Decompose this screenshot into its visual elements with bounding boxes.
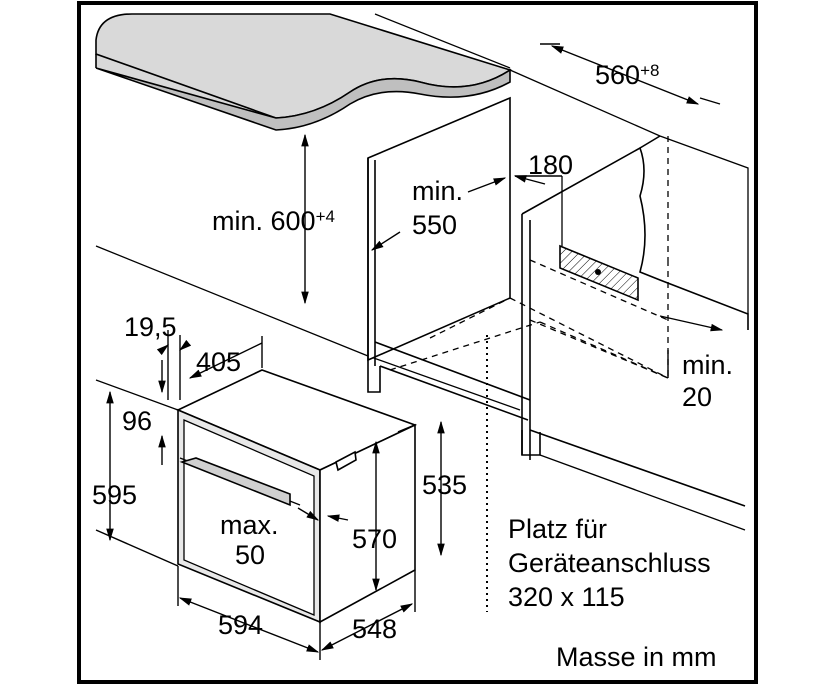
dim-405: 405 [196, 347, 242, 377]
dim-min-20-line2: 20 [682, 382, 713, 412]
dim-min-600-sup: +4 [315, 207, 335, 226]
connection-space-line3: 320 x 115 [508, 582, 625, 612]
dim-180: 180 [528, 150, 574, 180]
dim-max-50-line2: 50 [235, 540, 266, 570]
dim-19-5: 19,5 [124, 312, 177, 342]
dim-548: 548 [352, 614, 398, 644]
worktop [95, 13, 512, 131]
recess-cabinet [367, 96, 749, 507]
dim-min-20-line1: min. [682, 350, 734, 380]
dim-560: 560+8 [595, 60, 659, 90]
dim-570: 570 [352, 524, 398, 554]
connection-space-line1: Platz für [508, 514, 608, 544]
dim-560-text: 560 [595, 60, 641, 90]
dim-max-50-line1: max. [220, 510, 279, 540]
diagram-frame [77, 1, 758, 684]
units-note: Masse in mm [556, 642, 717, 672]
dim-560-sup: +8 [640, 61, 660, 80]
dim-594: 594 [218, 610, 264, 640]
dimension-lines [95, 43, 724, 660]
oven [176, 369, 418, 624]
dim-595: 595 [92, 480, 138, 510]
connection-zone [486, 176, 639, 612]
dim-min-550-line2: 550 [412, 210, 458, 240]
dim-min-550-line1: min. [412, 176, 464, 206]
room-guidelines [95, 13, 746, 531]
dim-96: 96 [122, 406, 153, 436]
dim-min-600: min. 600+4 [212, 206, 335, 236]
dim-min-600-text: min. 600 [212, 206, 316, 236]
connection-space-line2: Geräteanschluss [508, 548, 711, 578]
dim-535: 535 [422, 470, 468, 500]
hidden-edges [389, 136, 669, 379]
